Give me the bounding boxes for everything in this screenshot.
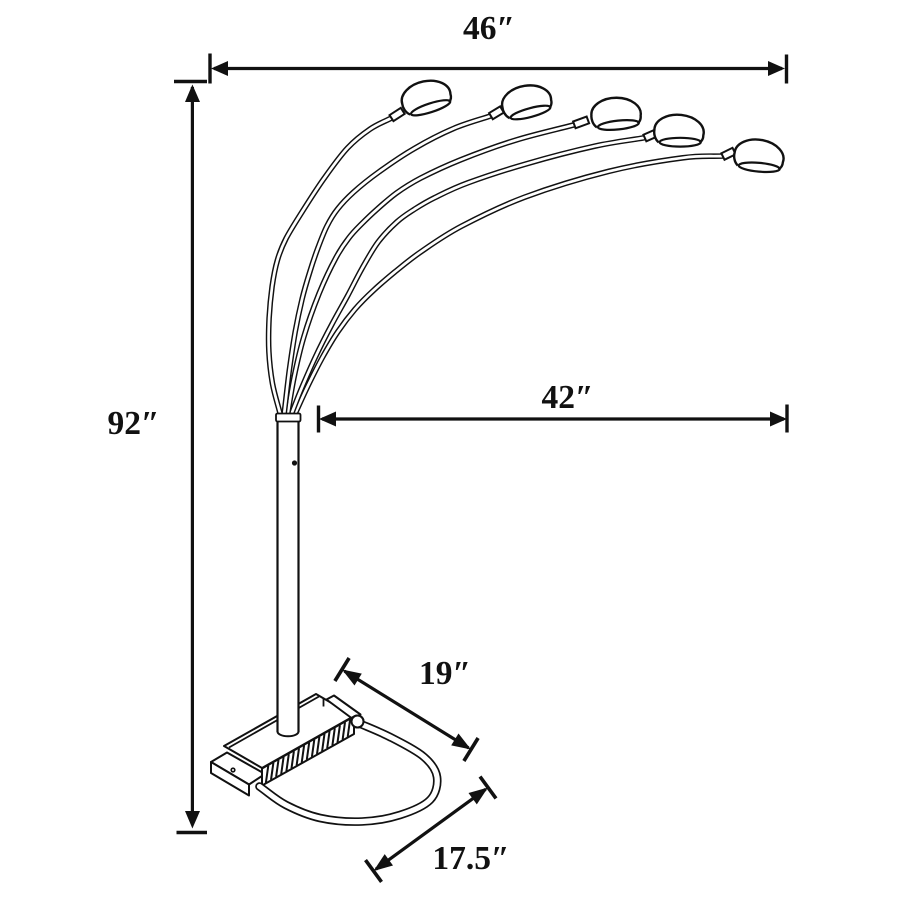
svg-text:17.5″: 17.5″: [432, 840, 509, 877]
svg-text:46″: 46″: [463, 10, 515, 47]
svg-text:42″: 42″: [541, 379, 593, 416]
svg-text:19″: 19″: [419, 655, 471, 692]
svg-text:92″: 92″: [107, 405, 159, 442]
